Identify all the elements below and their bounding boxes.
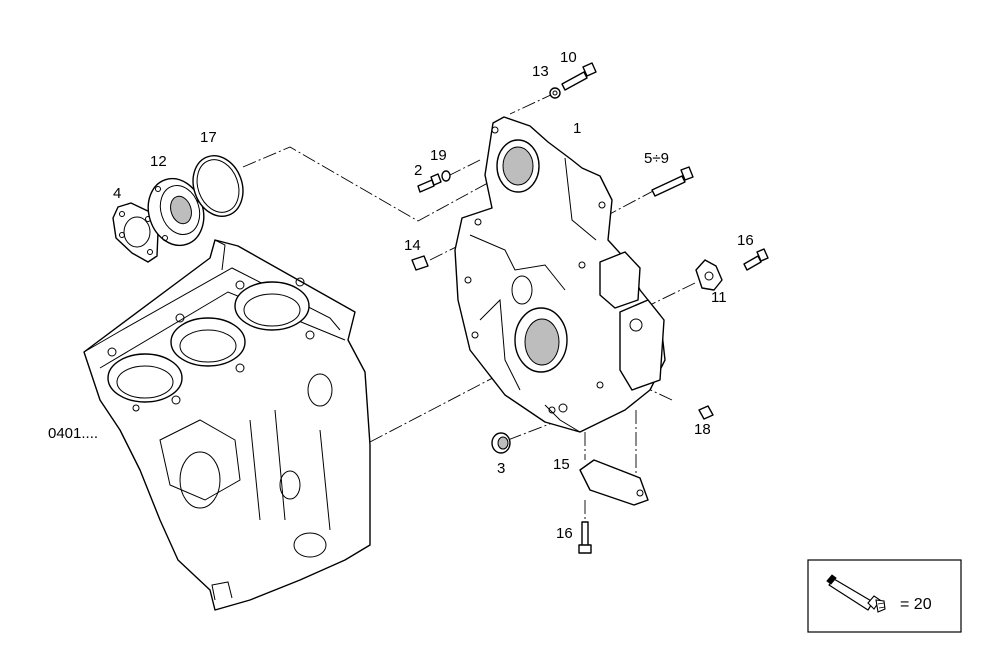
part-11-cover-plate xyxy=(695,259,723,291)
engine-block xyxy=(83,239,371,611)
part-16-bolt-lower xyxy=(578,521,592,554)
callout-11: 11 xyxy=(711,289,727,306)
part-2-bolt xyxy=(417,173,442,193)
callout-12: 12 xyxy=(150,153,167,170)
part-15-cover xyxy=(579,459,649,506)
callout-16-upper: 16 xyxy=(737,232,754,249)
legend-text: = 20 xyxy=(900,596,932,613)
reference-label: 0401.... xyxy=(48,425,98,442)
callout-10: 10 xyxy=(560,49,577,66)
assembly-lines xyxy=(242,92,696,525)
part-1-housing xyxy=(454,116,666,433)
callout-5-9: 5÷9 xyxy=(644,150,669,167)
callout-16-lower: 16 xyxy=(556,525,573,542)
sealant-tube-icon xyxy=(826,574,886,613)
callout-15: 15 xyxy=(553,456,570,473)
callout-17: 17 xyxy=(200,129,217,146)
part-10-bolt xyxy=(561,62,597,91)
callout-3: 3 xyxy=(497,460,505,477)
callout-1: 1 xyxy=(573,120,581,137)
part-4-plate xyxy=(112,202,159,263)
part-14-stud xyxy=(411,255,429,271)
part-3-seal-ring xyxy=(491,432,511,454)
callout-2: 2 xyxy=(414,162,422,179)
callouts: 1 2 3 4 5÷9 10 11 12 13 14 15 16 16 17 1… xyxy=(113,49,754,542)
callout-18: 18 xyxy=(694,421,711,438)
callout-19: 19 xyxy=(430,147,447,164)
part-18-plug xyxy=(698,405,714,420)
part-17-o-ring xyxy=(192,155,244,217)
part-19-washer xyxy=(441,170,451,182)
part-13-washer xyxy=(549,87,561,99)
callout-14: 14 xyxy=(404,237,421,254)
callout-13: 13 xyxy=(532,63,549,80)
part-5-9-bolt xyxy=(651,166,694,197)
callout-4: 4 xyxy=(113,185,121,202)
part-16-bolt-upper xyxy=(743,248,769,271)
legend-box: = 20 xyxy=(807,559,962,633)
